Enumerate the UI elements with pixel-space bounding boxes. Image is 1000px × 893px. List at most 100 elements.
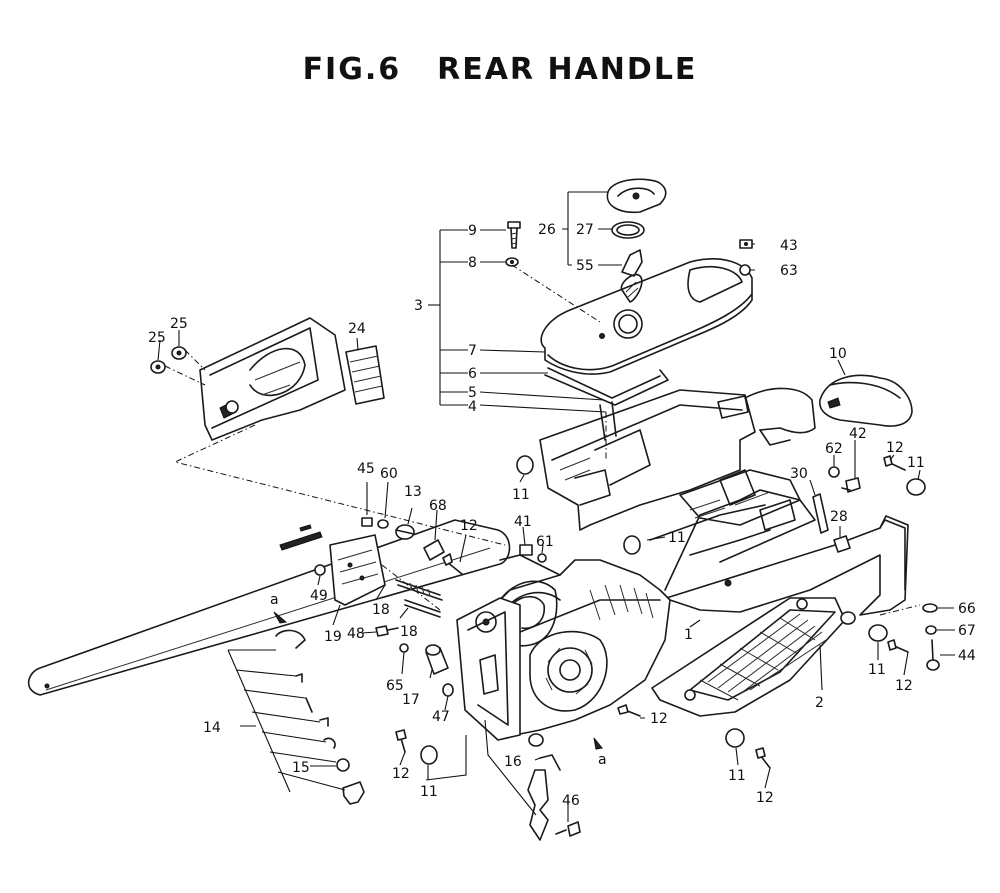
callout-3: 3 [414,298,423,314]
screw-48 [375,625,399,637]
callout-11-bottom-left: 11 [420,784,438,800]
callout-15: 15 [292,760,310,776]
callout-11-bottom: 11 [728,768,746,784]
callout-63: 63 [780,263,798,279]
clip-group-14 [275,629,365,805]
callout-24: 24 [348,321,366,337]
gasket-6 [544,367,669,406]
screw-41 [519,544,533,556]
handle-10 [819,374,913,427]
callout-13: 13 [404,484,422,500]
figure-caption: REAR HANDLE [437,52,698,87]
callout-55: 55 [576,258,594,274]
sprocket-cover [199,317,346,441]
callout-41: 41 [514,514,532,530]
block-28 [833,535,851,553]
washer-61 [537,553,547,563]
callout-12-engine: 12 [650,711,668,727]
plate-19 [329,534,386,606]
rear-handle-1 [649,469,909,616]
callout-19: 19 [324,629,342,645]
fuel-cap-26 [606,178,667,303]
callout-5: 5 [468,385,477,401]
callout-6: 6 [468,366,477,382]
screw-45 [361,517,373,527]
callout-67: 67 [958,623,976,639]
callout-42: 42 [849,426,867,442]
sleeve-68 [423,539,445,561]
spring-clip-13 [395,524,415,540]
studs-18 [395,579,443,618]
rubber-mounts-11 [420,455,926,765]
nut-63 [739,264,751,276]
callout-44: 44 [958,648,976,664]
washer-8 [505,257,519,267]
bolt-12b [442,553,463,575]
screw-9 [507,221,521,249]
arrow-label-a-upper: a [270,592,279,608]
callout-9: 9 [468,223,477,239]
callout-18-lower: 18 [400,624,418,640]
washer-65 [399,643,409,653]
nuts-25 [150,346,187,374]
screw-42 [841,477,861,493]
callout-8: 8 [468,255,477,271]
callout-12-bottom-left: 12 [392,766,410,782]
crankcase-side [456,597,521,741]
plug-47 [442,683,454,697]
base-plate-2 [651,597,846,717]
washer-62 [828,466,840,478]
bushing-17 [425,644,449,675]
callout-25-left: 25 [148,330,166,346]
screw-49 [314,564,326,576]
callout-18-upper: 18 [372,602,390,618]
callout-2: 2 [815,695,824,711]
bolts-12 [395,455,909,769]
callout-11-engine: 11 [668,530,686,546]
callout-47: 47 [432,709,450,725]
callout-66: 66 [958,601,976,617]
figure-number: FIG.6 [302,52,402,87]
callout-12-left: 12 [460,518,478,534]
callout-16: 16 [504,754,522,770]
screw-46 [555,821,581,837]
callout-11-housing: 11 [512,487,530,503]
link-30 [812,493,829,534]
callout-30: 30 [790,466,808,482]
pad-24 [345,345,385,405]
callout-60: 60 [380,466,398,482]
callout-17: 17 [402,692,420,708]
callout-1: 1 [684,627,693,643]
tank-housing [539,387,816,531]
callout-68: 68 [429,498,447,514]
callout-25-right: 25 [170,316,188,332]
callout-28: 28 [830,509,848,525]
callout-62: 62 [825,441,843,457]
callout-49: 49 [310,588,328,604]
guide-bar [27,519,511,696]
callout-65: 65 [386,678,404,694]
callout-12-rear: 12 [895,678,913,694]
top-cover-7 [540,258,753,375]
callout-11-top-right: 11 [907,455,925,471]
callout-labels: 9 8 3 7 6 5 4 26 27 55 43 63 25 25 24 10… [148,222,976,809]
chain-brake-16 [527,754,561,841]
callout-11-rear: 11 [868,662,886,678]
figure-title: FIG.6 REAR HANDLE [0,52,1000,87]
callout-27: 27 [576,222,594,238]
callout-48: 48 [347,626,365,642]
callout-45: 45 [357,461,375,477]
callout-7: 7 [468,343,477,359]
callout-10: 10 [829,346,847,362]
washer-66 [922,603,938,613]
arrow-label-a-lower: a [598,752,607,768]
callout-12-top-right: 12 [886,440,904,456]
washer-60 [377,519,389,529]
callout-4: 4 [468,399,477,415]
callout-61: 61 [536,534,554,550]
leader-lines [157,191,955,822]
callout-43: 43 [780,238,798,254]
screw-43 [739,239,753,249]
washer-67 [925,625,937,635]
